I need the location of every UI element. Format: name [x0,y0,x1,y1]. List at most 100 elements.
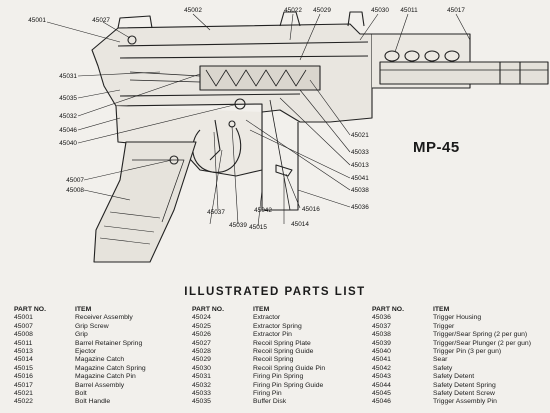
part-item: Bolt [75,390,87,398]
part-item: Barrel Retainer Spring [75,339,143,347]
part-number: 45044 [372,381,391,389]
callout-45046: 45046 [59,127,77,134]
part-item: Bolt Handle [75,398,111,406]
callout-45014: 45014 [291,221,309,228]
part-item: Safety Detent Spring [433,381,496,389]
part-item: Firing Pin [253,390,282,398]
callout-45037: 45037 [207,209,225,216]
parts-row: 45033 Firing Pin [192,390,325,398]
callout-45030: 45030 [371,7,389,14]
part-number: 45035 [192,398,211,406]
callout-45001: 45001 [28,17,46,24]
part-number: 45026 [192,331,211,339]
part-item: Trigger/Sear Plunger (2 per gun) [433,339,531,347]
callout-45035: 45035 [59,95,77,102]
part-number: 45033 [192,390,211,398]
callout-45039: 45039 [229,222,247,229]
callout-45038: 45038 [351,187,369,194]
part-number: 45024 [192,314,211,322]
part-no-header: PART NO. [192,306,224,313]
part-number: 45032 [192,381,211,389]
part-item: Grip Screw [75,322,109,330]
part-item: Safety [433,364,453,372]
parts-row: 45044 Safety Detent Spring [372,382,531,390]
part-number: 45013 [14,348,33,356]
callout-45031: 45031 [59,73,77,80]
parts-row: 45026 Extractor Pin [192,331,325,339]
part-item: Magazine Catch Pin [75,373,136,381]
part-number: 45040 [372,348,391,356]
parts-row: 45011 Barrel Retainer Spring [14,340,146,348]
callout-45041: 45041 [351,175,369,182]
part-number: 45008 [14,331,33,339]
callout-45033: 45033 [351,149,369,156]
part-number: 45027 [192,339,211,347]
part-no-header: PART NO. [14,306,46,313]
part-item: Recoil Spring Guide Pin [253,364,326,372]
part-number: 45025 [192,322,211,330]
parts-row: 45042 Safety [372,365,531,373]
callout-45032: 45032 [59,113,77,120]
part-number: 45029 [192,356,211,364]
parts-row: 45021 Bolt [14,390,146,398]
parts-row: 45045 Safety Detent Screw [372,390,531,398]
parts-row: 45028 Recoil Spring Guide [192,348,325,356]
item-header: ITEM [253,306,270,313]
parts-row: 45027 Recoil Spring Plate [192,340,325,348]
part-number: 45021 [14,390,33,398]
callout-45002: 45002 [184,7,202,14]
part-item: Ejector [75,348,97,356]
part-number: 45022 [14,398,33,406]
callout-45016: 45016 [302,206,320,213]
callout-45013: 45013 [351,162,369,169]
part-item: Recoil Spring Plate [253,339,311,347]
part-number: 45011 [14,339,33,347]
part-number: 45043 [372,373,391,381]
part-item: Extractor Pin [253,331,292,339]
part-number: 45015 [14,364,33,372]
parts-header: PART NO. ITEM [192,306,325,314]
callout-45040: 45040 [59,140,77,147]
callout-45011: 45011 [400,7,418,14]
part-number: 45045 [372,390,391,398]
callout-45008: 45008 [66,187,84,194]
model-label: MP-45 [413,139,460,156]
parts-list-title: ILLUSTRATED PARTS LIST [184,286,366,298]
exploded-view-drawing: 45001 45027 45002 45022 45029 45030 4501… [28,7,549,263]
part-number: 45038 [372,331,391,339]
part-number: 45042 [372,364,391,372]
parts-header: PART NO.ITEM [14,306,146,314]
part-number: 45046 [372,398,391,406]
part-item: Extractor [253,314,281,322]
parts-header: PART NO.ITEM [372,306,531,314]
callout-45017: 45017 [447,7,465,14]
part-item: Receiver Assembly [75,314,133,322]
part-number: 45028 [192,348,211,356]
callout-45022: 45022 [284,7,302,14]
part-item: Recoil Spring Guide [253,348,314,356]
part-item: Safety Detent [433,373,475,381]
part-number: 45001 [14,314,33,322]
parts-row: 45013 Ejector [14,348,146,356]
callout-45042: 45042 [254,207,272,214]
part-item: Safety Detent Screw [433,390,495,398]
part-item: Trigger Assembly Pin [433,398,497,406]
callout-45029: 45029 [313,7,331,14]
parts-row: 45046 Trigger Assembly Pin [372,398,531,406]
